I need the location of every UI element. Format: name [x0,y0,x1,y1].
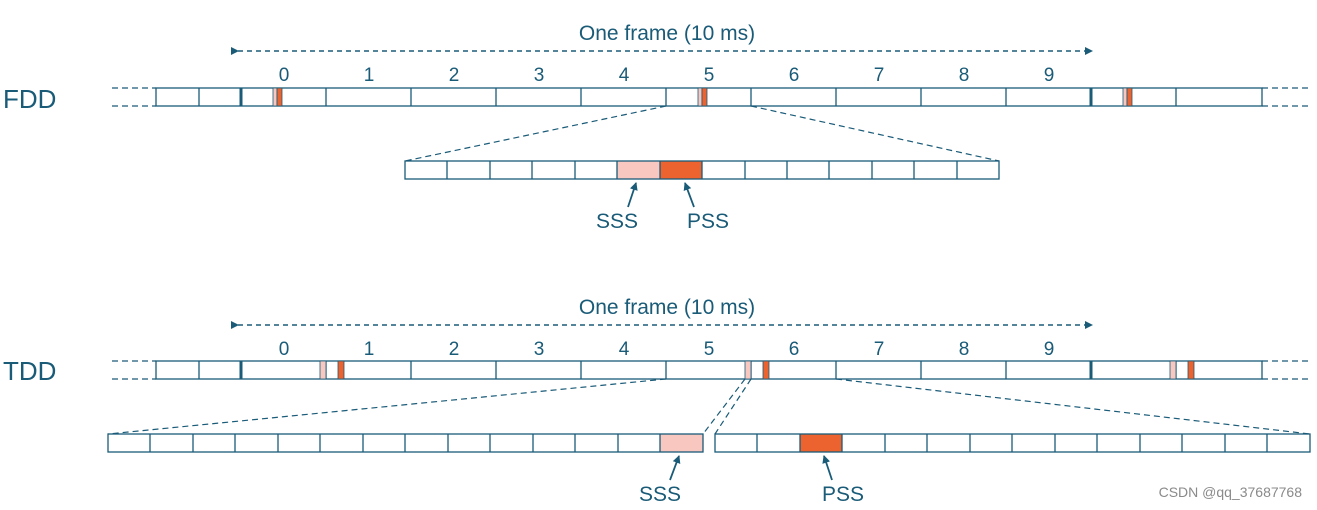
tdd-zoom-line [835,378,1311,435]
fdd-sync-markers [272,87,1133,107]
fdd-frame-strip [112,87,1308,107]
tdd-sss-label: SSS [639,483,681,506]
tdd-subframe-number: 3 [534,339,545,360]
tdd-subframe-number: 9 [1044,339,1055,360]
tdd-frame-title: One frame (10 ms) [579,296,755,319]
fdd-zoom-line [404,105,667,162]
fdd-subframe-number: 8 [959,65,970,86]
tdd-zoom-line [714,378,752,435]
tdd-subframe-number: 6 [789,339,800,360]
tdd-sss-symbol [660,434,703,452]
fdd-subframe-number: 5 [704,65,715,86]
tdd-subframe-number: 1 [364,339,375,360]
fdd-subframe-number: 9 [1044,65,1055,86]
tdd-zoom-line [702,378,746,435]
watermark: CSDN @qq_37687768 [1159,484,1303,500]
fdd-subframe-numbers: 0 1 2 3 4 5 6 7 8 9 [279,65,1055,86]
fdd-subframe-number: 2 [449,65,460,86]
fdd-subframe-number: 1 [364,65,375,86]
fdd-pss-symbol [660,161,702,179]
tdd-label: TDD [3,356,56,386]
tdd-pss-symbol [800,434,842,452]
tdd-sss-pointer-arrow [669,455,681,481]
tdd-zoomed-subframe-6 [714,433,1311,453]
fdd-sss-label: SSS [596,210,638,233]
tdd-pss-label: PSS [822,483,864,506]
fdd-subframe-number: 6 [789,65,800,86]
tdd-zoomed-subframe-5 [107,433,704,453]
fdd-zoom-line [750,105,1000,162]
fdd-zoomed-subframe [404,160,1000,180]
fdd-frame-title: One frame (10 ms) [579,22,755,45]
fdd-label: FDD [3,84,56,114]
tdd-subframe-number: 8 [959,339,970,360]
tdd-subframe-number: 2 [449,339,460,360]
fdd-section: FDD One frame (10 ms) 0 1 2 3 4 5 6 7 8 … [3,22,1308,233]
fdd-sss-symbol [617,161,660,179]
fdd-pss-label: PSS [687,210,729,233]
tdd-pss-pointer-arrow [822,455,833,481]
tdd-subframe-number: 4 [619,339,630,360]
tdd-sync-markers [319,360,1195,380]
tdd-zoom-line [107,378,667,435]
fdd-sss-pointer-arrow [627,182,638,208]
fdd-pss-pointer-arrow [683,182,695,208]
fdd-subframe-number: 0 [279,65,290,86]
fdd-subframe-number: 7 [874,65,885,86]
tdd-subframe-number: 0 [279,339,290,360]
tdd-section: TDD One frame (10 ms) 0 1 2 3 4 5 6 7 8 … [3,296,1311,506]
tdd-subframe-numbers: 0 1 2 3 4 5 6 7 8 9 [279,339,1055,360]
tdd-subframe-number: 7 [874,339,885,360]
fdd-subframe-number: 3 [534,65,545,86]
fdd-subframe-number: 4 [619,65,630,86]
tdd-frame-strip [112,360,1308,380]
tdd-subframe-number: 5 [704,339,715,360]
